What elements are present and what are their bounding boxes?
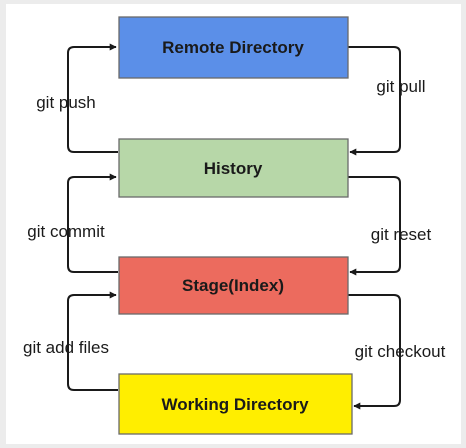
working-directory-label: Working Directory — [161, 395, 309, 414]
git-reset-arrow — [348, 176, 401, 276]
working-directory-node: Working Directory — [118, 373, 353, 435]
git-push-arrow — [67, 43, 118, 153]
git-pull-arrow — [348, 46, 401, 156]
git-pull-label: git pull — [376, 77, 425, 96]
stage-index-node: Stage(Index) — [118, 256, 349, 315]
git-commit-arrow — [67, 173, 118, 273]
git-add-files-label: git add files — [23, 338, 109, 357]
git-checkout-label: git checkout — [355, 342, 446, 361]
stage-index-label: Stage(Index) — [182, 276, 284, 295]
history-node: History — [118, 138, 349, 198]
git-commit-label: git commit — [27, 222, 105, 241]
git-push-label: git push — [36, 93, 96, 112]
git-add-files-arrow — [67, 291, 118, 391]
remote-directory-label: Remote Directory — [162, 38, 304, 57]
git-reset-label: git reset — [371, 225, 432, 244]
history-label: History — [204, 159, 263, 178]
git-checkout-arrow — [348, 294, 401, 410]
remote-directory-node: Remote Directory — [118, 16, 349, 79]
